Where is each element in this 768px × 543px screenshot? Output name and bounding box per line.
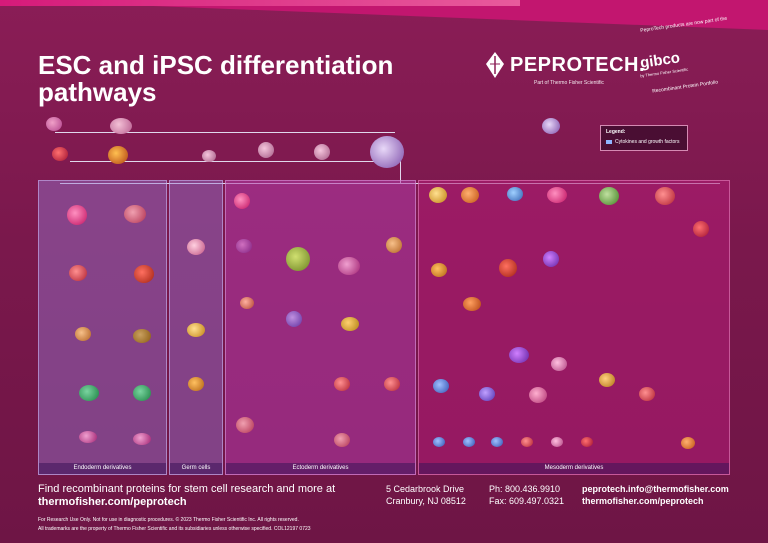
hepatocyte-cell xyxy=(133,329,151,343)
legend-item: Cytokines and growth factors xyxy=(615,139,680,145)
legend-swatch xyxy=(606,140,612,144)
cardiomyocyte-progenitor-cell xyxy=(499,259,517,277)
footer-phone: Ph: 800.436.9910 Fax: 609.497.0321 xyxy=(489,483,564,507)
footer-url[interactable]: thermofisher.com/peprotech xyxy=(38,496,187,508)
neutrophil-cell xyxy=(639,387,655,401)
page-title: ESC and iPSC differentiation pathways xyxy=(38,50,394,107)
mesoderm-label: Mesoderm derivatives xyxy=(419,463,729,474)
blastocyst-cell xyxy=(46,117,62,131)
top-accent-bar xyxy=(0,0,520,6)
dendritic-cell xyxy=(521,437,533,447)
common-myeloid-cell xyxy=(479,387,495,401)
chondrocyte-cell xyxy=(507,187,523,201)
oocyte-cell xyxy=(187,323,205,337)
erythrocyte-mature-cell xyxy=(581,437,593,447)
neuron-cell xyxy=(386,237,402,253)
hematopoietic-stem-cell xyxy=(543,251,559,267)
footer-line1: Find recombinant proteins for stem cell … xyxy=(38,483,336,495)
fax-number: Fax: 609.497.0321 xyxy=(489,496,565,506)
oligodendrocyte-cell xyxy=(286,311,302,327)
connector-line xyxy=(70,161,400,162)
mesoderm-cell xyxy=(429,187,447,203)
primordial-germ-cell xyxy=(187,239,205,255)
connector-line xyxy=(55,132,395,133)
cardiomyocyte-cell xyxy=(463,297,481,311)
platelet-cell xyxy=(551,437,563,447)
neural-progenitor-cell xyxy=(286,247,310,271)
brand-sub: Part of Thermo Fisher Scientific xyxy=(534,80,604,86)
pancreatic-progenitor-cell xyxy=(79,385,99,401)
endoderm-label: Endoderm derivatives xyxy=(39,463,166,474)
ectoderm-cell xyxy=(234,193,250,209)
hepatic-progenitor-cell xyxy=(75,327,91,341)
website-link[interactable]: thermofisher.com/peprotech xyxy=(582,496,704,506)
brand-name: PEPROTECH. xyxy=(510,54,646,76)
germ-region: Germ cells xyxy=(169,180,223,475)
ipsc-cell xyxy=(108,146,128,164)
monocyte-cell xyxy=(551,357,567,371)
mesoderm-region: Mesoderm derivatives xyxy=(418,180,730,475)
oocyte-mature-cell xyxy=(188,377,204,391)
connector-line xyxy=(400,161,401,183)
legal-text-2: All trademarks are the property of Therm… xyxy=(38,526,311,532)
melanocyte-cell xyxy=(240,297,254,309)
embryoid-cell xyxy=(202,150,216,162)
address-line2: Cranbury, NJ 08512 xyxy=(386,496,466,506)
smooth-muscle-cell xyxy=(681,437,695,449)
primitive-streak-cell xyxy=(461,187,479,203)
motor-neuron-cell xyxy=(334,377,350,391)
embryonic-stem-cell xyxy=(542,118,560,134)
lymphoid-progenitor-cell xyxy=(433,379,449,393)
ectoderm-region: Ectoderm derivatives xyxy=(225,180,416,475)
ectoderm-label: Ectoderm derivatives xyxy=(226,463,415,474)
anterior-endoderm-cell xyxy=(69,265,87,281)
email-link[interactable]: peprotech.info@thermofisher.com xyxy=(582,484,729,494)
erythrocyte-cell xyxy=(693,221,709,237)
endoderm-progenitor-cell xyxy=(124,205,146,223)
endoderm-region: Endoderm derivatives xyxy=(38,180,167,475)
lung-icon xyxy=(134,265,154,283)
osteoblast-cell xyxy=(431,263,447,277)
glial-progenitor-cell xyxy=(338,257,360,275)
embryo-cell xyxy=(110,118,132,134)
intestinal-cell xyxy=(79,431,97,443)
beta-cell xyxy=(133,385,151,401)
astrocyte-cell xyxy=(341,317,359,331)
footer-contact: peprotech.info@thermofisher.com thermofi… xyxy=(582,483,729,507)
dopaminergic-neuron-cell xyxy=(384,377,400,391)
portfolio-text: Recombinant Protein Portfolio xyxy=(651,79,719,95)
definitive-endoderm-cell xyxy=(67,205,87,225)
germ-layer-cell xyxy=(258,142,274,158)
b-cell xyxy=(491,437,503,447)
endothelial-cell xyxy=(655,187,675,205)
footer-address: 5 Cedarbrook Drive Cranbury, NJ 08512 xyxy=(386,483,466,507)
peprotech-drop-icon xyxy=(486,52,504,78)
retinal-cell xyxy=(334,433,350,447)
t-cell xyxy=(433,437,445,447)
myeloid-progenitor-cell xyxy=(509,347,529,363)
nk-cell xyxy=(463,437,475,447)
footer-cta: Find recombinant proteins for stem cell … xyxy=(38,483,368,509)
somatic-cell xyxy=(52,147,68,161)
legal-text-1: For Research Use Only. Not for use in di… xyxy=(38,517,299,523)
mesenchymal-cell xyxy=(547,187,567,203)
neural-crest-cell xyxy=(236,239,252,253)
legend: Legend: Cytokines and growth factors xyxy=(600,125,688,151)
germ-label: Germ cells xyxy=(170,463,222,474)
progenitor-cell xyxy=(314,144,330,160)
mesenchymal-stem-cell xyxy=(599,187,619,205)
legend-title: Legend: xyxy=(606,129,626,135)
pluripotent-stem-cell xyxy=(370,136,404,168)
keratinocyte-cell xyxy=(236,417,254,433)
phone-number: Ph: 800.436.9910 xyxy=(489,484,561,494)
macrophage-cell xyxy=(599,373,615,387)
megakaryocyte-cell xyxy=(529,387,547,403)
address-line1: 5 Cedarbrook Drive xyxy=(386,484,465,494)
intestinal-tissue-cell xyxy=(133,433,151,445)
